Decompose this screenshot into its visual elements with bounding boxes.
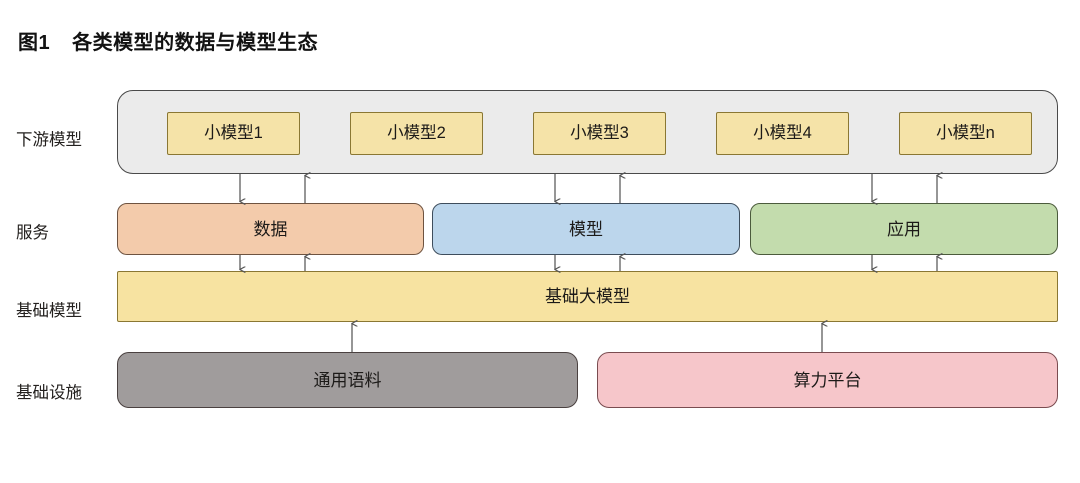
infrastructure-box-corpus[interactable]: 通用语料	[117, 352, 578, 408]
small-model-box-3[interactable]: 小模型3	[533, 112, 666, 155]
service-box-application[interactable]: 应用	[750, 203, 1058, 255]
row-label-infrastructure: 基础设施	[16, 384, 82, 402]
figure-title: 图1 各类模型的数据与模型生态	[18, 26, 318, 55]
row-label-downstream: 下游模型	[16, 131, 82, 149]
small-model-box-n[interactable]: 小模型n	[899, 112, 1032, 155]
row-label-foundation: 基础模型	[16, 302, 82, 320]
service-box-data[interactable]: 数据	[117, 203, 424, 255]
small-model-box-4[interactable]: 小模型4	[716, 112, 849, 155]
row-label-service: 服务	[16, 224, 49, 242]
figure-title-text: 各类模型的数据与模型生态	[72, 32, 319, 54]
small-model-box-1[interactable]: 小模型1	[167, 112, 300, 155]
infrastructure-box-compute[interactable]: 算力平台	[597, 352, 1058, 408]
foundation-model-box[interactable]: 基础大模型	[117, 271, 1058, 322]
small-model-box-2[interactable]: 小模型2	[350, 112, 483, 155]
service-box-model[interactable]: 模型	[432, 203, 740, 255]
figure-number: 图1	[18, 32, 51, 54]
